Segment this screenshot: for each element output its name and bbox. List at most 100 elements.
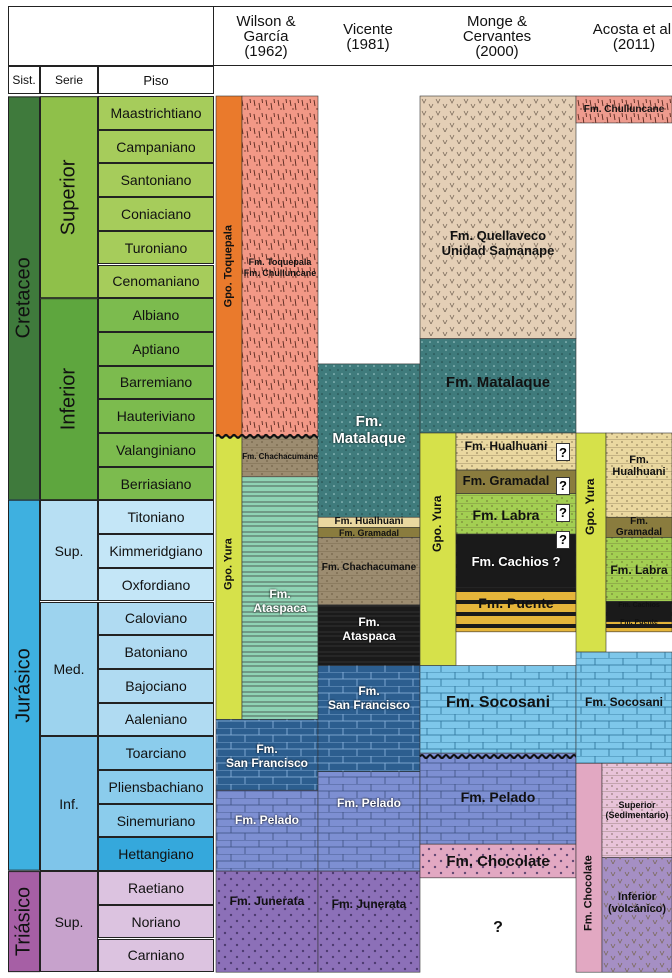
vicente-chachacumane-label: Fm. Chachacumane bbox=[318, 548, 420, 588]
system-triásico: Triásico bbox=[8, 871, 40, 972]
vicente-hualhuani-label-text: Fm. Hualhuani bbox=[335, 516, 404, 528]
acosta-chocolate-label: Fm. Chocolate bbox=[576, 848, 602, 938]
acosta-chulluncane-label: Fm. Chulluncane bbox=[576, 96, 672, 123]
piso-coniaciano: Coniaciano bbox=[98, 197, 214, 231]
vicente-ataspaca-label-text: Fm. bbox=[358, 616, 379, 630]
acosta-gpo-yura-label-text: Gpo. Yura bbox=[584, 478, 598, 534]
monge-hualhuani-label-text: Fm. Hualhuani bbox=[465, 440, 548, 454]
vicente-ataspaca-label-text: Ataspaca bbox=[342, 630, 395, 644]
piso-toarciano: Toarciano bbox=[98, 736, 214, 770]
monge-question-mark-0: ? bbox=[556, 443, 570, 461]
acosta-labra-label-text: Fm. Labra bbox=[610, 564, 667, 578]
piso-turoniano: Turoniano bbox=[98, 231, 214, 265]
monge-hualhuani-label: Fm. Hualhuani bbox=[456, 436, 556, 458]
piso-pliensbachiano: Pliensbachiano bbox=[98, 770, 214, 804]
piso-batoniano: Batoniano bbox=[98, 635, 214, 669]
acosta-puente-label: Fm. Puente bbox=[606, 618, 672, 628]
acosta-choc-inf-label-text: Inferior bbox=[618, 891, 656, 904]
monge-quellaveco-label-text: Unidad Samanape bbox=[442, 244, 555, 259]
monge-question-mark-3: ? bbox=[556, 531, 570, 549]
acosta-chulluncane-label-text: Fm. Chulluncane bbox=[584, 104, 665, 116]
piso-oxfordiano: Oxfordiano bbox=[98, 568, 214, 602]
acosta-gpo-yura-label: Gpo. Yura bbox=[576, 467, 606, 547]
monge-question-mark-1: ? bbox=[556, 477, 570, 495]
piso-sinemuriano: Sinemuriano bbox=[98, 804, 214, 838]
wilson-gpo-toquepala-label: Gpo. Toquepala bbox=[216, 96, 242, 436]
monge-cachios-label: Fm. Cachios ? bbox=[456, 548, 576, 578]
wilson-toquepala-label: Fm. ToquepalaFm. Chulluncane bbox=[242, 248, 318, 288]
acosta-cachios-label: Fm. Cachios bbox=[606, 602, 672, 612]
wilson-ataspaca-label-text: Fm. bbox=[269, 588, 290, 602]
acosta-choc-sup-label-text: (Sedimentario) bbox=[605, 810, 668, 820]
monge-gpo-yura-label: Gpo. Yura bbox=[420, 484, 456, 564]
monge-puente-label: Fm. Puente bbox=[456, 591, 576, 615]
system-cretaceo: Cretaceo bbox=[8, 96, 40, 500]
piso-barremiano: Barremiano bbox=[98, 366, 214, 400]
acosta-puente-label-text: Fm. Puente bbox=[620, 619, 658, 627]
piso-campaniano: Campaniano bbox=[98, 130, 214, 164]
series-3: Med. bbox=[40, 602, 98, 737]
series-2: Sup. bbox=[40, 500, 98, 601]
monge-cachios-label-text: Fm. Cachios ? bbox=[472, 555, 561, 570]
acosta-hualhuani-label: Fm. Hualhuani bbox=[606, 446, 672, 486]
series-4: Inf. bbox=[40, 736, 98, 871]
series-1: Inferior bbox=[40, 298, 98, 500]
piso-carniano: Carniano bbox=[98, 939, 214, 973]
piso-hauteriviano: Hauteriviano bbox=[98, 399, 214, 433]
vicente-matalaque-label: Fm. Matalaque bbox=[318, 413, 420, 447]
monge-chocolate-label-text: Fm. Chocolate bbox=[446, 853, 549, 870]
monge-gramadal-label-text: Fm. Gramadal bbox=[463, 474, 550, 489]
vicente-pelado-label: Fm. Pelado bbox=[318, 787, 420, 821]
vicente-sanfrancisco-label: Fm.San Francisco bbox=[318, 679, 420, 719]
acosta-choc-sup-label: Superior(Sedimentario) bbox=[602, 790, 672, 830]
wilson-pelado-label-text: Fm. Pelado bbox=[235, 814, 299, 828]
monge-labra-label-text: Fm. Labra bbox=[473, 507, 540, 523]
acosta-cachios-label-text: Fm. Cachios bbox=[618, 602, 660, 610]
wilson-chachacumane-label: Fm. Chachacumane bbox=[242, 436, 318, 476]
wilson-toquepala-label-text: Fm. Toquepala bbox=[249, 257, 312, 267]
piso-bajociano: Bajociano bbox=[98, 669, 214, 703]
piso-noriano: Noriano bbox=[98, 905, 214, 939]
monge-gpo-yura-label-text: Gpo. Yura bbox=[431, 495, 445, 551]
monge-quellaveco-label: Fm. QuellavecoUnidad Samanape bbox=[420, 224, 576, 264]
acosta-choc-inf-label-text: (volcánico) bbox=[608, 903, 666, 916]
wilson-chachacumane-label-text: Fm. Chachacumane bbox=[242, 452, 318, 461]
acosta-chocolate-label-text: Fm. Chocolate bbox=[583, 855, 596, 931]
piso-cenomaniano: Cenomaniano bbox=[98, 265, 214, 299]
system-jurásico: Jurásico bbox=[8, 500, 40, 871]
piso-titoniano: Titoniano bbox=[98, 500, 214, 534]
monge-unknown-label-text: ? bbox=[493, 919, 503, 937]
piso-berriasiano: Berriasiano bbox=[98, 467, 214, 501]
piso-santoniano: Santoniano bbox=[98, 163, 214, 197]
piso-hettangiano: Hettangiano bbox=[98, 837, 214, 871]
monge-gramadal-label: Fm. Gramadal bbox=[456, 470, 556, 492]
wilson-sanfrancisco-label-text: San Francisco bbox=[226, 757, 308, 771]
monge-question-mark-2: ? bbox=[556, 504, 570, 522]
acosta-labra-label: Fm. Labra bbox=[606, 554, 672, 588]
vicente-gramadal-label: Fm. Gramadal bbox=[318, 527, 420, 539]
wilson-junerata-label-text: Fm. Junerata bbox=[230, 895, 305, 909]
vicente-gramadal-label-text: Fm. Gramadal bbox=[339, 528, 399, 538]
monge-pelado-label-text: Fm. Pelado bbox=[461, 789, 536, 805]
vicente-junerata-label: Fm. Junerata bbox=[318, 888, 420, 922]
piso-caloviano: Caloviano bbox=[98, 602, 214, 636]
acosta-choc-inf-label: Inferior(volcánico) bbox=[602, 881, 672, 925]
monge-pelado-label: Fm. Pelado bbox=[420, 780, 576, 814]
acosta-socosani-label-text: Fm. Socosani bbox=[585, 696, 663, 710]
vicente-junerata-label-text: Fm. Junerata bbox=[332, 898, 407, 912]
monge-chocolate-label: Fm. Chocolate bbox=[420, 844, 576, 878]
vicente-sanfrancisco-label-text: Fm. bbox=[358, 685, 379, 699]
monge-unconformity bbox=[420, 755, 580, 758]
acosta-choc-sup-label-text: Superior bbox=[618, 800, 655, 810]
wilson-pelado-label: Fm. Pelado bbox=[216, 804, 318, 838]
wilson-ataspaca-label: Fm.Ataspaca bbox=[242, 585, 318, 619]
piso-kimmeridgiano: Kimmeridgiano bbox=[98, 534, 214, 568]
series-5: Sup. bbox=[40, 871, 98, 972]
vicente-ataspaca-label: Fm.Ataspaca bbox=[318, 612, 420, 648]
piso-aaleniano: Aaleniano bbox=[98, 703, 214, 737]
vicente-matalaque-label-text: Fm. Matalaque bbox=[318, 413, 420, 448]
wilson-sanfrancisco-label-text: Fm. bbox=[256, 743, 277, 757]
monge-matalaque-label-text: Fm. Matalaque bbox=[446, 374, 550, 391]
vicente-chachacumane-label-text: Fm. Chachacumane bbox=[322, 562, 416, 574]
